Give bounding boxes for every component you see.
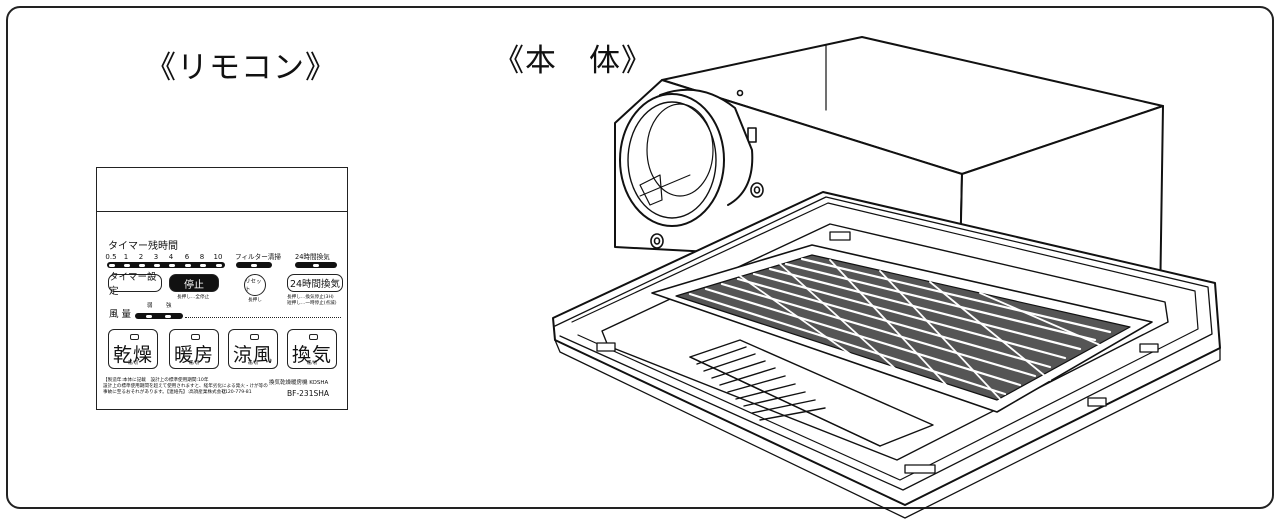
louver-outlet xyxy=(689,339,934,447)
h24-note: 長押し…換気停止(3H) xyxy=(287,295,334,300)
maker-label: 換気乾燥暖房機 KOSHA xyxy=(269,380,329,386)
timer-led xyxy=(109,263,115,267)
fan-led xyxy=(146,314,152,318)
cool-led xyxy=(249,334,259,340)
vent-sub: 運/切 xyxy=(306,361,318,366)
tick-label: 3 xyxy=(153,253,159,261)
h24-note: 短押し…一時停止(点滅) xyxy=(287,301,337,306)
tick-label: 4 xyxy=(168,253,174,261)
duct-connector xyxy=(619,88,754,227)
fan-dotted-line xyxy=(185,317,341,318)
tick-label: 6 xyxy=(184,253,190,261)
vent-led xyxy=(308,334,318,340)
filter-led xyxy=(251,263,257,267)
timer-title: タイマー残時間 xyxy=(108,241,178,252)
vent-label: 換気 xyxy=(291,344,332,366)
fan-strong-label: 強 xyxy=(166,303,172,309)
tick-label: 1 xyxy=(123,253,129,261)
timer-led xyxy=(139,263,145,267)
tick-label: 0.5 xyxy=(105,253,117,261)
remote-control: タイマー残時間 0.5 1 2 3 4 6 8 10 フィルター清掃 24時間換… xyxy=(96,167,348,410)
reset-note: 長押し xyxy=(248,298,262,303)
filter-grille xyxy=(651,244,1153,413)
timer-led xyxy=(154,263,160,267)
stop-button[interactable]: 停止 xyxy=(169,274,219,292)
dry-button[interactable]: 乾燥 運/切 xyxy=(108,329,158,369)
tick-label: 8 xyxy=(199,253,205,261)
timer-led xyxy=(200,263,206,267)
main-unit-heading: 《本 体》 xyxy=(493,43,653,79)
timer-led-strip xyxy=(107,262,225,268)
heat-label: 暖房 xyxy=(173,344,214,366)
fan-led-strip xyxy=(135,313,183,319)
footer-phone: 0120-779-81 xyxy=(222,390,252,395)
filter-reset-button[interactable]: リセット xyxy=(244,274,266,296)
fan-speed-label: 風 量 xyxy=(109,309,132,320)
heat-button[interactable]: 暖房 運/切 xyxy=(169,329,219,369)
stop-note: 長押し…全停止 xyxy=(177,295,210,300)
screws xyxy=(650,89,764,249)
filter-title: フィルター清掃 xyxy=(235,253,282,261)
remote-heading: 《リモコン》 xyxy=(145,50,337,86)
tick-label: 2 xyxy=(138,253,144,261)
cool-sub: 運/切 xyxy=(247,361,259,366)
timer-led xyxy=(124,263,130,267)
heat-sub: 運/切 xyxy=(188,361,200,366)
footer-text: 【製造年:本体に記載 設計上の標準使用期間:10年 xyxy=(103,378,209,383)
figure-frame xyxy=(6,6,1274,509)
timer-led xyxy=(216,263,222,267)
ventilation-24h-button[interactable]: 24時間換気 xyxy=(287,274,343,292)
tick-label: 10 xyxy=(213,253,223,261)
timer-led xyxy=(185,263,191,267)
footer-text: 設計上の標準使用期間を超えて使用されますと、経年劣化による発火・けが等の xyxy=(103,384,268,389)
cool-label: 涼風 xyxy=(232,344,273,366)
dry-label: 乾燥 xyxy=(112,344,153,366)
dry-led xyxy=(129,334,139,340)
remote-cover-line xyxy=(97,211,347,212)
cool-breeze-button[interactable]: 涼風 運/切 xyxy=(228,329,278,369)
h24-led-strip xyxy=(295,262,337,268)
ventilate-button[interactable]: 換気 運/切 xyxy=(287,329,337,369)
model-label: BF-231SHA xyxy=(287,389,330,398)
h24-title: 24時間換気 xyxy=(295,253,330,261)
timer-led xyxy=(169,263,175,267)
h24-led xyxy=(313,263,319,267)
fan-weak-label: 弱 xyxy=(147,303,153,309)
dry-sub: 運/切 xyxy=(127,361,139,366)
heat-led xyxy=(190,334,200,340)
footer-text: 事故に至るおそれがあります。【連絡先】:高須産業株式会社 xyxy=(103,390,226,395)
fan-led xyxy=(165,314,171,318)
filter-led-strip xyxy=(236,262,272,268)
timer-set-button[interactable]: タイマー設定 xyxy=(108,272,162,297)
